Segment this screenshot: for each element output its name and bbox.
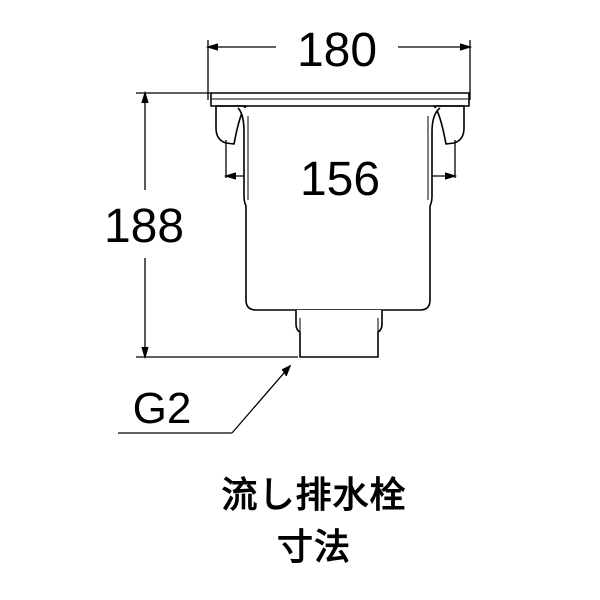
thread-size-label: G2: [133, 384, 192, 433]
thread-leader: [118, 364, 292, 434]
caption-subtitle: 寸法: [276, 527, 351, 568]
drain-plug-body: [210, 92, 470, 358]
dimension-156-label: 156: [300, 153, 380, 206]
basket: [237, 107, 441, 311]
dimension-180-label: 180: [297, 24, 377, 77]
dimension-188-lines: [136, 90, 298, 360]
caption-title: 流し排水栓: [221, 475, 407, 516]
dimension-188-label: 188: [104, 200, 184, 253]
outlet-neck: [295, 310, 383, 358]
dimension-180-lines: [205, 40, 473, 100]
